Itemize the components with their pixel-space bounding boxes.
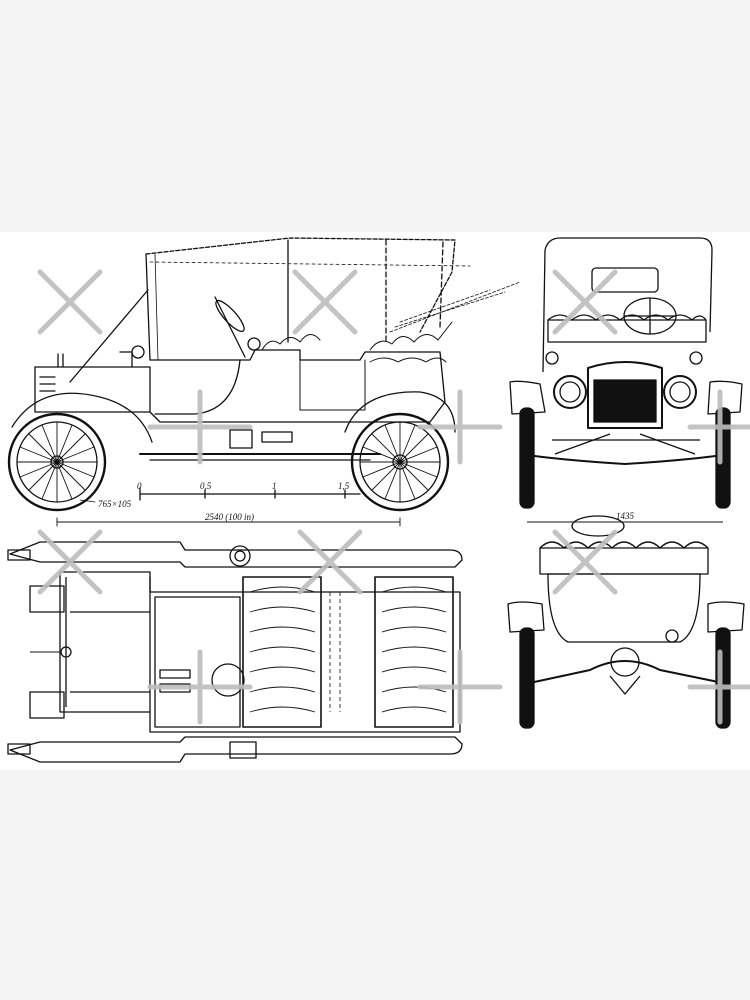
wheelbase-label: 2540 (100 in)	[205, 512, 254, 522]
side-view-labels: 0 0,5 1 1,5 765×105 2540 (100 in)	[98, 481, 350, 522]
side-view	[7, 237, 521, 527]
blueprint-drawing: 0 0,5 1 1,5 765×105 2540 (100 in)	[7, 237, 750, 763]
scale-mark-1: 1	[272, 481, 277, 491]
scale-mark-0: 0	[137, 481, 142, 491]
front-view	[509, 237, 743, 523]
watermark-pattern	[37, 269, 750, 725]
scale-mark-05: 0,5	[200, 481, 212, 491]
track-width-label: 1435	[616, 511, 635, 521]
rear-view	[507, 515, 745, 729]
front-view-labels: 1435	[616, 511, 635, 521]
blueprint-sheet: 0 0,5 1 1,5 765×105 2540 (100 in)	[0, 232, 750, 770]
tire-size-label: 765×105	[98, 499, 132, 509]
scale-mark-15: 1,5	[338, 481, 350, 491]
top-view	[7, 541, 463, 763]
